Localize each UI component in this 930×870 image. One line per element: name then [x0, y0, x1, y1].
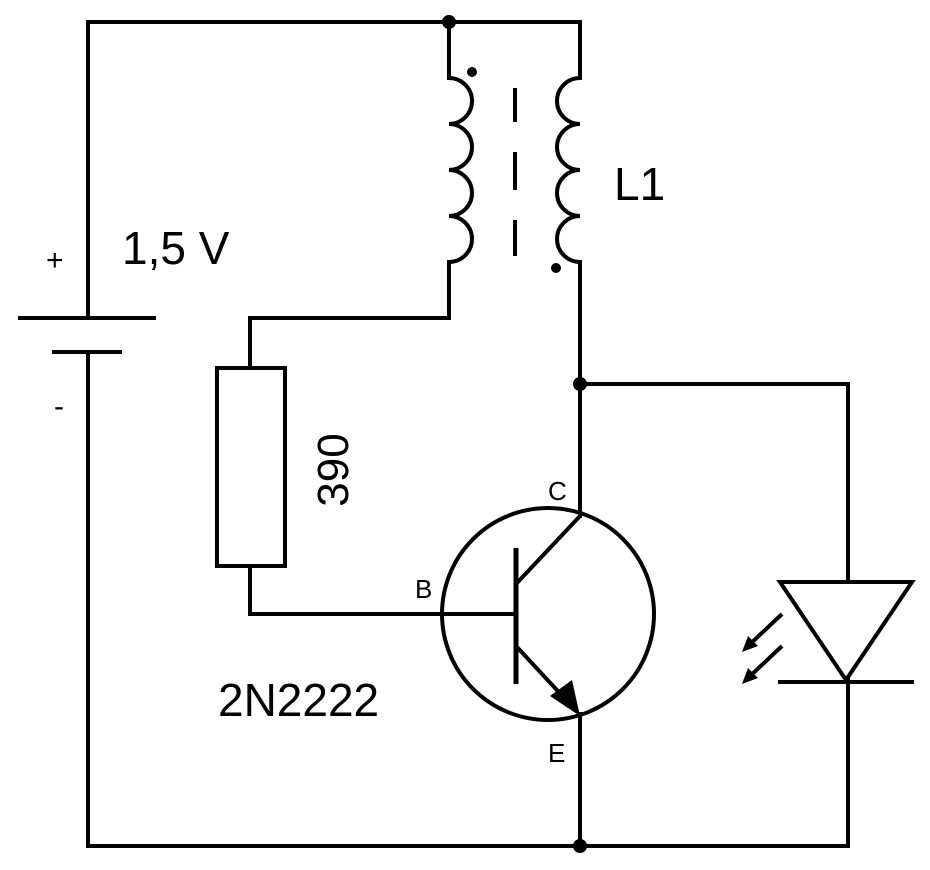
wire-primary-to-resistor	[248, 260, 451, 370]
collector-label: C	[548, 476, 567, 506]
led	[742, 580, 916, 684]
led-triangle	[776, 580, 916, 684]
secondary-polarity-dot	[551, 263, 561, 273]
battery-voltage-label: 1,5 V	[122, 222, 230, 274]
battery-plus-sign: +	[46, 244, 64, 277]
resistor-body	[215, 366, 287, 568]
wire-battery-negative	[86, 350, 850, 848]
transistor-collector-lead	[514, 514, 582, 586]
wire-resistor-to-base	[248, 564, 518, 616]
junction-dot-collector	[573, 377, 587, 391]
resistor: 390	[215, 366, 358, 568]
secondary-coil	[555, 76, 581, 264]
wire-collector-to-led	[578, 382, 850, 584]
light-emission-arrows-icon	[742, 612, 784, 684]
battery-symbol: + - 1,5 V	[18, 222, 230, 423]
inductor-label: L1	[614, 158, 665, 210]
transistor-part-label: 2N2222	[218, 674, 379, 726]
wiring	[86, 20, 850, 848]
base-label: B	[415, 574, 432, 604]
battery-minus-sign: -	[54, 390, 64, 423]
primary-coil	[448, 76, 474, 264]
emitter-arrow-icon	[550, 680, 580, 716]
primary-polarity-dot	[467, 67, 477, 77]
junctions	[442, 15, 587, 853]
emitter-label: E	[548, 738, 565, 768]
junction-dot-top	[442, 15, 456, 29]
transformer-l1: L1	[448, 67, 665, 273]
transistor-2n2222: C B E 2N2222	[218, 476, 656, 768]
resistor-value-label: 390	[309, 433, 358, 506]
junction-dot-bottom	[573, 839, 587, 853]
transistor-body	[440, 506, 656, 722]
